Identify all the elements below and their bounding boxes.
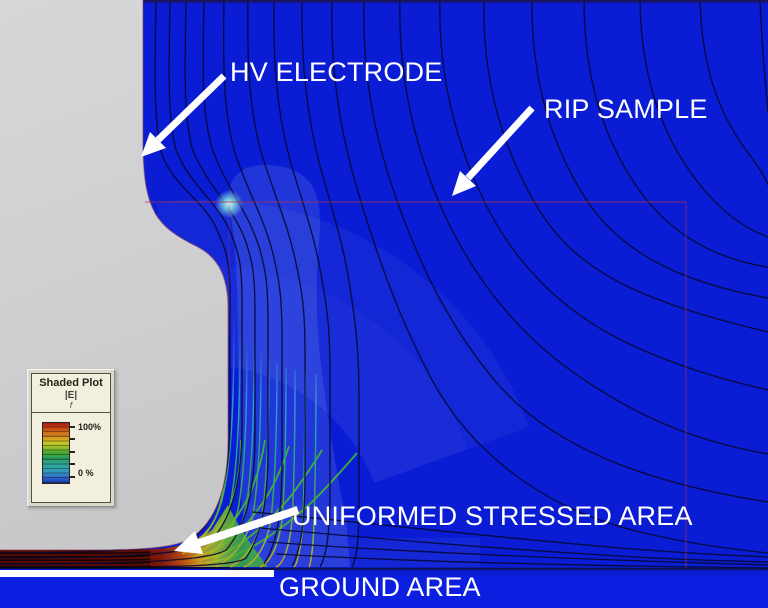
colorbar-tick bbox=[70, 451, 75, 453]
colorbar bbox=[42, 422, 70, 484]
legend-subscript: f bbox=[69, 401, 73, 410]
colorbar-min-label: 0 % bbox=[78, 468, 94, 478]
colorbar-tick bbox=[70, 463, 75, 465]
annotation-arrows bbox=[141, 73, 535, 554]
colorbar-tick bbox=[70, 438, 75, 440]
legend-panel: Shaded Plot |E| f 100% 0 % bbox=[27, 369, 115, 507]
stressed-area-arrow bbox=[174, 506, 300, 554]
hv-electrode-arrow bbox=[141, 73, 227, 157]
sample-outline bbox=[145, 201, 687, 570]
uniformed-stressed-area-label: UNIFORMED STRESSED AREA bbox=[292, 501, 693, 531]
bottom-blue-strip bbox=[0, 576, 768, 608]
electrode-boundary-line bbox=[0, 0, 229, 551]
legend-quantity: |E| bbox=[64, 390, 78, 401]
ground-area-label: GROUND AREA bbox=[279, 572, 481, 602]
triple-junction-glow bbox=[215, 190, 243, 218]
ground-bar bbox=[0, 570, 274, 577]
legend-body: 100% 0 % bbox=[32, 413, 110, 491]
legend-divider bbox=[32, 412, 110, 413]
rip-sample-arrow bbox=[452, 105, 535, 196]
colorbar-tick bbox=[70, 476, 75, 478]
hv-electrode-label: HV ELECTRODE bbox=[230, 57, 443, 87]
top-border-line bbox=[143, 0, 768, 3]
colorbar-tick bbox=[70, 426, 75, 428]
rip-sample-label: RIP SAMPLE bbox=[544, 94, 708, 124]
legend-title: Shaded Plot bbox=[39, 377, 103, 389]
colorbar-max-label: 100% bbox=[78, 422, 102, 432]
legend-inner: Shaded Plot |E| f 100% 0 % bbox=[31, 373, 111, 503]
